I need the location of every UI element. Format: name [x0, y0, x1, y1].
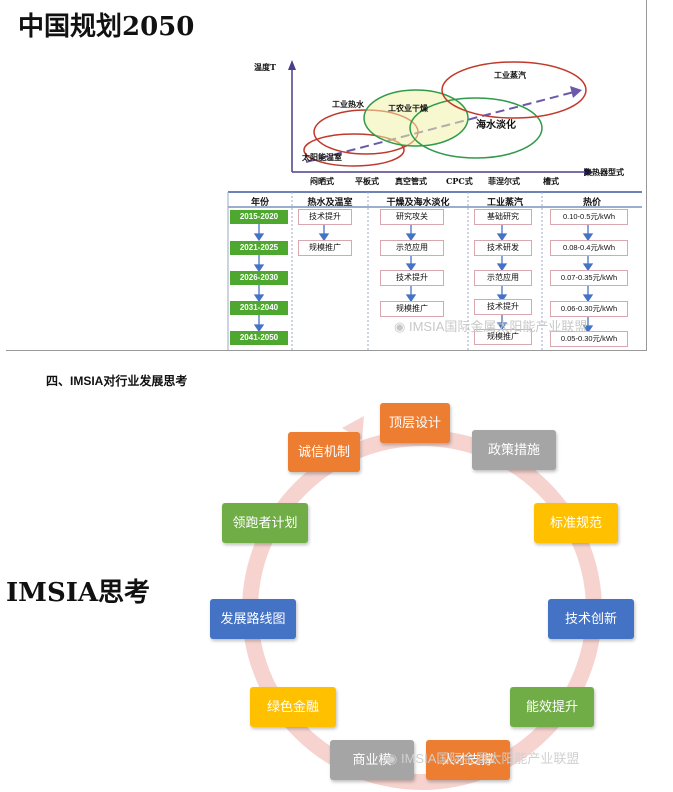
cycle-item-credit: 诚信机制 [288, 432, 360, 472]
cycle-item-top-level-design: 顶层设计 [380, 403, 450, 443]
y-axis-arrow [288, 60, 296, 70]
watermark-bottom: ◉ IMSIA国际金属太阳能产业联盟 [386, 751, 580, 766]
cycle-item-standards: 标准规范 [534, 503, 618, 543]
label-greenhouse: 太阳能温室 [302, 152, 342, 162]
application-chart [288, 60, 594, 176]
year-box: 2031-2040 [230, 301, 288, 315]
cycle-item-efficiency: 能效提升 [510, 687, 594, 727]
y-axis-label: 温度T [254, 62, 276, 72]
x-tick-5: 槽式 [543, 176, 559, 186]
stage-box: 示范应用 [380, 240, 444, 256]
x-tick-4: 菲涅尔式 [488, 176, 520, 186]
trend-arrow [305, 91, 575, 163]
x-tick-2: 真空管式 [395, 176, 427, 186]
col-header-price: 热价 [582, 198, 601, 208]
ellipse-industrial-steam [441, 61, 587, 119]
year-header: 年份 [250, 198, 269, 208]
wechat-icon: ◉ [386, 751, 398, 766]
price-box: 0.08-0.4元/kWh [550, 240, 628, 256]
ellipse-greenhouse [303, 133, 405, 167]
cycle-item-green-finance: 绿色金融 [250, 687, 336, 727]
x-tick-0: 闷晒式 [310, 176, 334, 186]
stage-box: 规模推广 [380, 301, 444, 317]
cycle-item-tech-innovation: 技术创新 [548, 599, 634, 639]
label-desalination: 海水淡化 [476, 120, 516, 131]
x-axis-label: 集热器型式 [584, 167, 624, 177]
price-box: 0.07-0.35元/kWh [550, 270, 628, 286]
roadmap-slide: 中国规划2050 温度T 集热器型式 太阳能温室 工业热水 工农业干燥 海水淡化… [6, 0, 647, 351]
stage-box: 技术提升 [380, 270, 444, 286]
stage-box: 研究攻关 [380, 209, 444, 225]
col-header-drying: 干燥及海水淡化 [386, 198, 450, 208]
slide-title: 中国规划2050 [18, 12, 195, 42]
ellipse-desalination [409, 97, 543, 159]
watermark: ◉ IMSIA国际金属太阳能产业联盟 [394, 319, 588, 334]
imsia-think-title: IMSIA思考 [6, 578, 151, 608]
year-box: 2015-2020 [230, 210, 288, 224]
ring [242, 430, 602, 790]
x-tick-3: CPC式 [446, 176, 473, 186]
wechat-icon: ◉ [394, 319, 406, 334]
stage-box: 技术提升 [298, 209, 352, 225]
col-header-hot-water: 热水及温室 [307, 198, 353, 208]
roadmap-table-lines [227, 191, 642, 350]
trend-arrowhead [570, 86, 582, 98]
year-box: 2026-2030 [230, 271, 288, 285]
section-heading: 四、IMSIA对行业发展思考 [46, 374, 188, 388]
stage-box: 示范应用 [474, 270, 532, 286]
stage-box: 规模推广 [474, 329, 532, 345]
price-box: 0.06-0.30元/kWh [550, 301, 628, 317]
col-header-steam: 工业蒸汽 [486, 198, 523, 208]
stage-box: 基础研究 [474, 209, 532, 225]
x-tick-1: 平板式 [355, 176, 379, 186]
ellipse-drying [363, 89, 469, 147]
cycle-item-front-runner: 领跑者计划 [222, 503, 308, 543]
label-drying: 工农业干燥 [388, 103, 428, 113]
price-box: 0.05-0.30元/kWh [550, 331, 628, 347]
cycle-item-business-model: 商业模 [330, 740, 414, 780]
stage-box: 技术研发 [474, 240, 532, 256]
x-axis-arrow [584, 168, 594, 176]
price-box: 0.10-0.5元/kWh [550, 209, 628, 225]
cycle-item-policy: 政策措施 [472, 430, 556, 470]
stage-box: 技术提升 [474, 299, 532, 315]
year-box: 2041-2050 [230, 331, 288, 345]
stage-box: 规模推广 [298, 240, 352, 256]
cycle-item-roadmap: 发展路线图 [210, 599, 296, 639]
label-industrial-hot-water: 工业热水 [332, 99, 364, 109]
cycle-item-talent: 人才支撑 [426, 740, 510, 780]
year-box: 2021-2025 [230, 241, 288, 255]
label-industrial-steam: 工业蒸汽 [494, 70, 526, 80]
